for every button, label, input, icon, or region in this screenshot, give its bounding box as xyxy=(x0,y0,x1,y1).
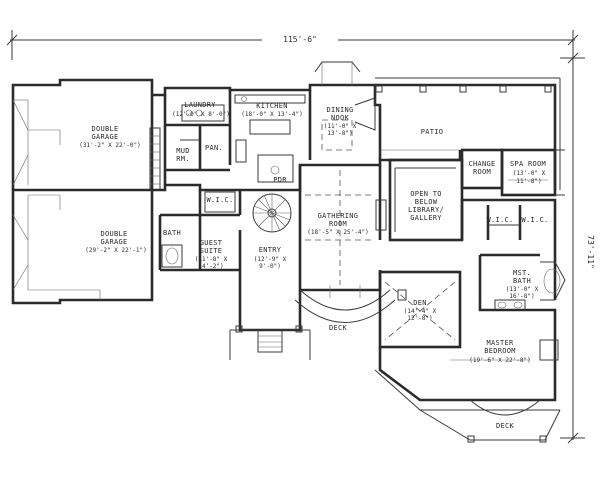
library-line4: GALLERY xyxy=(410,214,442,222)
spa-name: SPA ROOM xyxy=(510,160,546,168)
den-size2: 12'-8") xyxy=(407,315,432,322)
deck-rear-name: DECK xyxy=(496,422,515,430)
guest-name2: SUITE xyxy=(200,247,223,255)
wic-guest-name: W.I.C. xyxy=(206,196,233,204)
garage-upper-size: (31'-2" X 22'-0") xyxy=(79,142,140,149)
patio-name: PATIO xyxy=(421,128,444,136)
entry-steps xyxy=(257,329,283,353)
deck-front-name: DECK xyxy=(329,324,348,332)
guest-size2: 14'-2") xyxy=(198,263,223,270)
master-suite: W.I.C. W.I.C. MST. BATH (13'-0" X 16'-8"… xyxy=(374,198,566,443)
change-name1: CHANGE xyxy=(468,160,495,168)
change-name2: ROOM xyxy=(473,168,491,176)
overall-width-label: 115'-6" xyxy=(283,35,317,44)
garage-lower-name2: GARAGE xyxy=(100,238,127,246)
library-line1: OPEN TO xyxy=(410,190,442,198)
entry-size1: (12'-9" X xyxy=(254,256,287,263)
gathering-name2: ROOM xyxy=(329,220,347,228)
mst-bath-size2: 16'-8") xyxy=(509,293,534,300)
entry-name: ENTRY xyxy=(259,246,282,254)
dining-name2: NOOK xyxy=(331,114,350,122)
kitchen-size: (18'-0" X 13'-4") xyxy=(241,111,302,118)
mud-name1: MUD xyxy=(176,147,190,155)
mud-name2: RM. xyxy=(176,155,190,163)
master-name1: MASTER xyxy=(486,339,514,347)
bath-name: BATH xyxy=(163,229,181,237)
spiral-stair xyxy=(252,193,292,233)
wic-master-2-name: W.I.C. xyxy=(521,216,548,224)
laundry-size: (12'-0" X 8'-0") xyxy=(172,111,230,118)
guest-name1: GUEST xyxy=(200,239,223,247)
entry-size2: 9'-0") xyxy=(259,263,281,270)
laundry-name: LAUNDRY xyxy=(184,101,216,109)
spa-size2: 11'-8") xyxy=(516,178,541,185)
gathering-name1: GATHERING xyxy=(318,212,359,220)
garage-lower-size: (29'-2" X 22'-1") xyxy=(85,247,146,254)
garage-lower-name1: DOUBLE xyxy=(100,230,127,238)
den-size1: (14'-4" X xyxy=(404,308,437,315)
dining-name1: DINING xyxy=(326,106,353,114)
library-gallery: OPEN TO BELOW LIBRARY/ GALLERY xyxy=(388,158,464,242)
mst-bath-size1: (13'-0" X xyxy=(506,286,539,293)
master-name2: BEDROOM xyxy=(484,347,516,355)
guest-size1: (11'-8" X xyxy=(195,256,228,263)
central-core: PDR W.I.C. BATH GUEST SUITE (11'-8" X 14… xyxy=(152,150,462,360)
library-line2: BELOW xyxy=(415,198,438,206)
depth-dimension: 73'-11" xyxy=(560,52,595,444)
width-dimension: 115'-6" xyxy=(6,30,579,60)
garage-upper-name1: DOUBLE xyxy=(91,125,118,133)
mst-bath-name1: MST. xyxy=(513,269,531,277)
pantry-name: PAN. xyxy=(205,144,223,152)
spa-size1: (13'-0" X xyxy=(513,170,546,177)
den-name: DEN xyxy=(413,299,427,307)
pdr-name: PDR xyxy=(273,176,287,184)
kitchen-name: KITCHEN xyxy=(256,102,288,110)
wic-master-1-name: W.I.C. xyxy=(486,216,513,224)
master-size: (19'-6" X 22'-8") xyxy=(469,357,530,364)
spa-wing: CHANGE ROOM SPA ROOM (13'-0" X 11'-8") xyxy=(460,148,565,197)
garage-upper-name2: GARAGE xyxy=(91,133,118,141)
library-line3: LIBRARY/ xyxy=(408,206,444,214)
mst-bath-name2: BATH xyxy=(513,277,531,285)
service-wing: LAUNDRY (12'-0" X 8'-0") KITCHEN (18'-0"… xyxy=(152,61,382,185)
dining-size1: (11'-0" X xyxy=(324,123,357,130)
garage-block: DOUBLE GARAGE (31'-2" X 22'-0") DOUBLE G… xyxy=(11,78,161,305)
dining-size2: 13'-8") xyxy=(327,130,352,137)
gathering-size: (18'-5" X 25'-4") xyxy=(307,229,368,236)
overall-depth-label: 73'-11" xyxy=(586,235,595,269)
